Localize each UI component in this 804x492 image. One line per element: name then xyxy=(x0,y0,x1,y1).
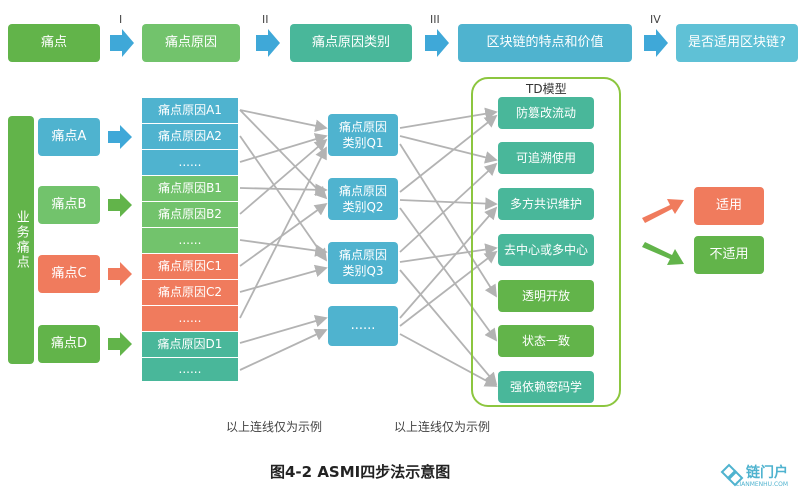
cause-a-more: ...... xyxy=(142,150,238,176)
pain-point-d: 痛点D xyxy=(38,325,100,363)
note-example-lines-2: 以上连线仅为示例 xyxy=(394,420,491,434)
td-model-frame xyxy=(471,77,621,407)
step-cause: 痛点原因 xyxy=(142,24,240,62)
step-arrow-1 xyxy=(110,29,134,57)
category-q3: 痛点原因 类别Q3 xyxy=(328,242,398,284)
cause-d-more: ...... xyxy=(142,358,238,382)
pain-arrow-b xyxy=(108,193,132,217)
cause-a1: 痛点原因A1 xyxy=(142,98,238,124)
step-roman-4: IV xyxy=(650,13,661,26)
category-q3-line2: 类别Q3 xyxy=(342,264,384,278)
pain-point-a: 痛点A xyxy=(38,118,100,156)
logo-sub: LIANMENHU.COM xyxy=(736,481,789,488)
td-item-transparent: 透明开放 xyxy=(498,280,594,312)
cause-b1: 痛点原因B1 xyxy=(142,176,238,202)
td-item-decentralized: 去中心或多中心 xyxy=(498,234,594,266)
step-roman-1: I xyxy=(119,13,123,26)
step-roman-2: II xyxy=(262,13,269,26)
td-item-traceable: 可追溯使用 xyxy=(498,142,594,174)
cause-b2: 痛点原因B2 xyxy=(142,202,238,228)
td-item-tamper-proof: 防篡改流动 xyxy=(498,97,594,129)
step-pain-point: 痛点 xyxy=(8,24,100,62)
pain-point-c: 痛点C xyxy=(38,255,100,293)
td-item-consistent-state: 状态一致 xyxy=(498,325,594,357)
cause-c1: 痛点原因C1 xyxy=(142,254,238,280)
category-q2-line1: 痛点原因 xyxy=(338,183,387,198)
cause-b-more: ...... xyxy=(142,228,238,254)
pain-arrow-a xyxy=(108,125,132,149)
category-q1-line1: 痛点原因 xyxy=(338,119,387,134)
cause-category-lines xyxy=(239,109,328,371)
note-example-lines-1: 以上连线仅为示例 xyxy=(226,420,323,434)
result-not-applicable: 不适用 xyxy=(694,236,764,274)
not-applicable-arrow xyxy=(642,242,684,265)
step-blockchain-features: 区块链的特点和价值 xyxy=(458,24,632,62)
category-q2-line2: 类别Q2 xyxy=(342,200,384,214)
applicable-arrow xyxy=(642,199,684,223)
cause-a2: 痛点原因A2 xyxy=(142,124,238,150)
step-arrow-4 xyxy=(644,29,668,57)
pain-arrow-d xyxy=(108,332,132,356)
business-pain-points-label: 业务痛点 xyxy=(8,116,34,364)
category-q3-line1: 痛点原因 xyxy=(338,247,387,262)
td-item-multi-party-consensus: 多方共识维护 xyxy=(498,188,594,220)
cause-d1: 痛点原因D1 xyxy=(142,332,238,358)
step-arrow-2 xyxy=(256,29,280,57)
cause-c-more: ...... xyxy=(142,306,238,332)
td-model-title: TD模型 xyxy=(526,82,567,96)
logo-mark xyxy=(720,463,744,487)
pain-arrow-c xyxy=(108,262,132,286)
category-q1: 痛点原因 类别Q1 xyxy=(328,114,398,156)
figure-caption: 图4-2 ASMI四步法示意图 xyxy=(270,463,451,481)
cause-c2: 痛点原因C2 xyxy=(142,280,238,306)
result-applicable: 适用 xyxy=(694,187,764,225)
step-roman-3: III xyxy=(430,13,440,26)
logo-name: 链门户 xyxy=(746,465,788,481)
td-item-cryptography: 强依赖密码学 xyxy=(498,371,594,403)
pain-point-b: 痛点B xyxy=(38,186,100,224)
category-more: ...... xyxy=(328,306,398,346)
category-td-lines xyxy=(399,107,498,387)
category-q1-line2: 类别Q1 xyxy=(342,136,384,150)
step-category: 痛点原因类别 xyxy=(290,24,412,62)
step-applicability: 是否适用区块链? xyxy=(676,24,798,62)
category-q2: 痛点原因 类别Q2 xyxy=(328,178,398,220)
step-arrow-3 xyxy=(425,29,449,57)
